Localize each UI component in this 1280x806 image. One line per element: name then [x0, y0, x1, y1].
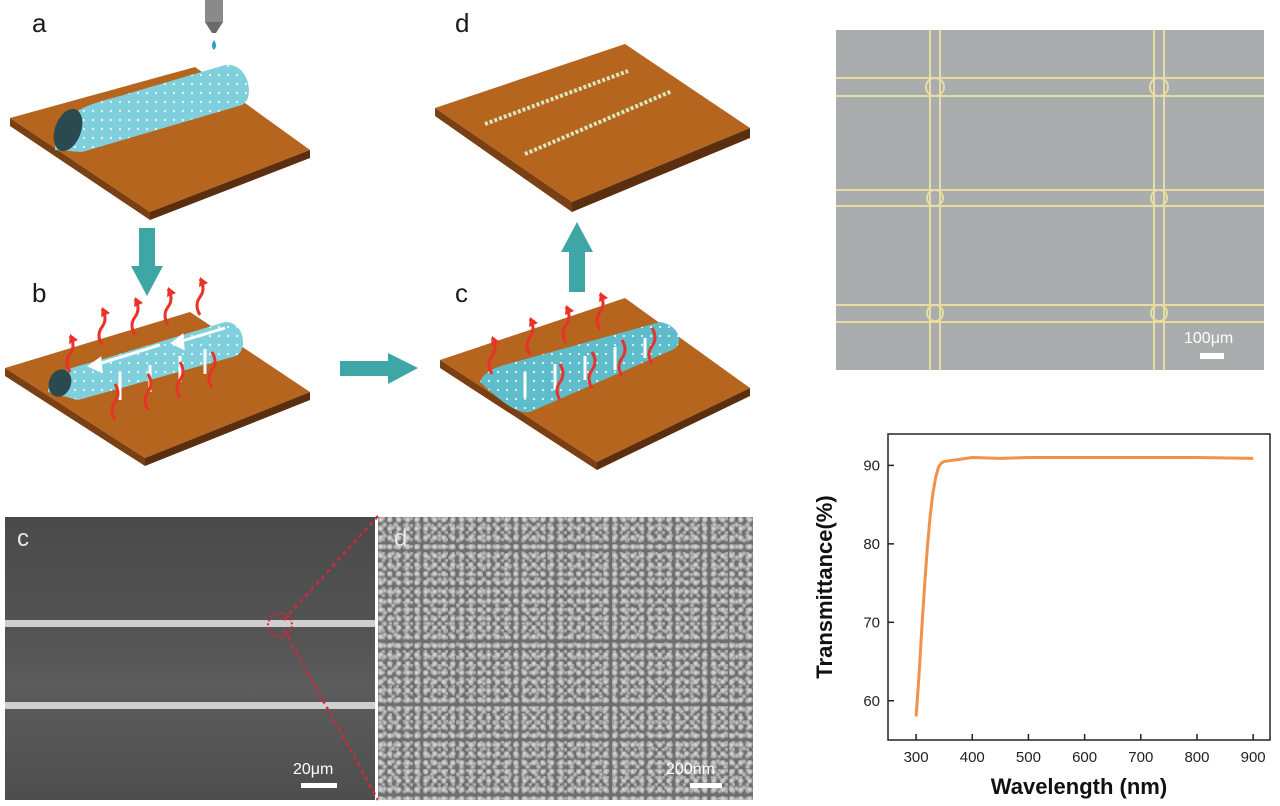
y-tick-label: 60 [863, 693, 880, 710]
x-axis-label: Wavelength (nm) [991, 774, 1167, 799]
sem-right-label: d [394, 525, 408, 552]
dispensing-nozzle-icon [205, 0, 223, 50]
x-tick-label: 300 [904, 749, 929, 766]
electrode-grid [836, 30, 1264, 370]
sem-left-scale-label: 20μm [293, 761, 334, 778]
arrow-down-a-to-b [131, 228, 163, 296]
panel-d-nanoparticle-lines [484, 69, 673, 156]
panel-label-d: d [455, 8, 470, 38]
panel-label-a: a [32, 8, 47, 38]
zoom-circle [267, 612, 293, 638]
arrow-right-b-to-c [340, 353, 418, 384]
panel-label-c: c [455, 278, 468, 308]
sem-right-scale-label: 200nm [666, 761, 715, 778]
y-tick-label: 80 [863, 536, 880, 553]
arrow-up-c-to-d [561, 222, 593, 292]
panel-c-contracting-line [480, 292, 680, 413]
micrograph-scale-label: 100μm [1184, 330, 1234, 347]
x-tick-label: 800 [1184, 749, 1209, 766]
sem-left-label: c [17, 525, 29, 552]
panel-d-substrate [435, 44, 750, 212]
transmittance-chart: 300 400 500 600 700 800 900 60 70 80 90 Wavelength… [812, 433, 1271, 799]
x-tick-label: 400 [960, 749, 985, 766]
fabrication-schematic [5, 0, 750, 470]
optical-micrograph: 100μm [836, 30, 1264, 370]
panel-b-evaporating-line [48, 277, 244, 421]
sem-left-scale-bar [301, 783, 337, 788]
x-tick-label: 600 [1072, 749, 1097, 766]
sem-high-magnification: d 200nm [378, 517, 753, 800]
transmittance-curve [914, 456, 1254, 717]
sem-right-scale-bar [690, 783, 722, 788]
y-tick-label: 70 [863, 614, 880, 631]
x-tick-label: 700 [1128, 749, 1153, 766]
y-axis-label: Transmittance(%) [812, 495, 837, 678]
x-tick-label: 900 [1241, 749, 1266, 766]
zoom-connector-lines [282, 515, 380, 801]
sem-low-magnification: c 20μm [5, 517, 375, 800]
sem-conductive-line-bottom [5, 702, 375, 709]
x-tick-label: 500 [1016, 749, 1041, 766]
panel-a-droplet-line [53, 64, 249, 152]
micrograph-scale-bar [1200, 353, 1224, 359]
plot-frame [887, 433, 1271, 741]
y-tick-label: 90 [863, 457, 880, 474]
sem-conductive-line-top [5, 620, 375, 627]
panel-label-b: b [32, 278, 47, 308]
